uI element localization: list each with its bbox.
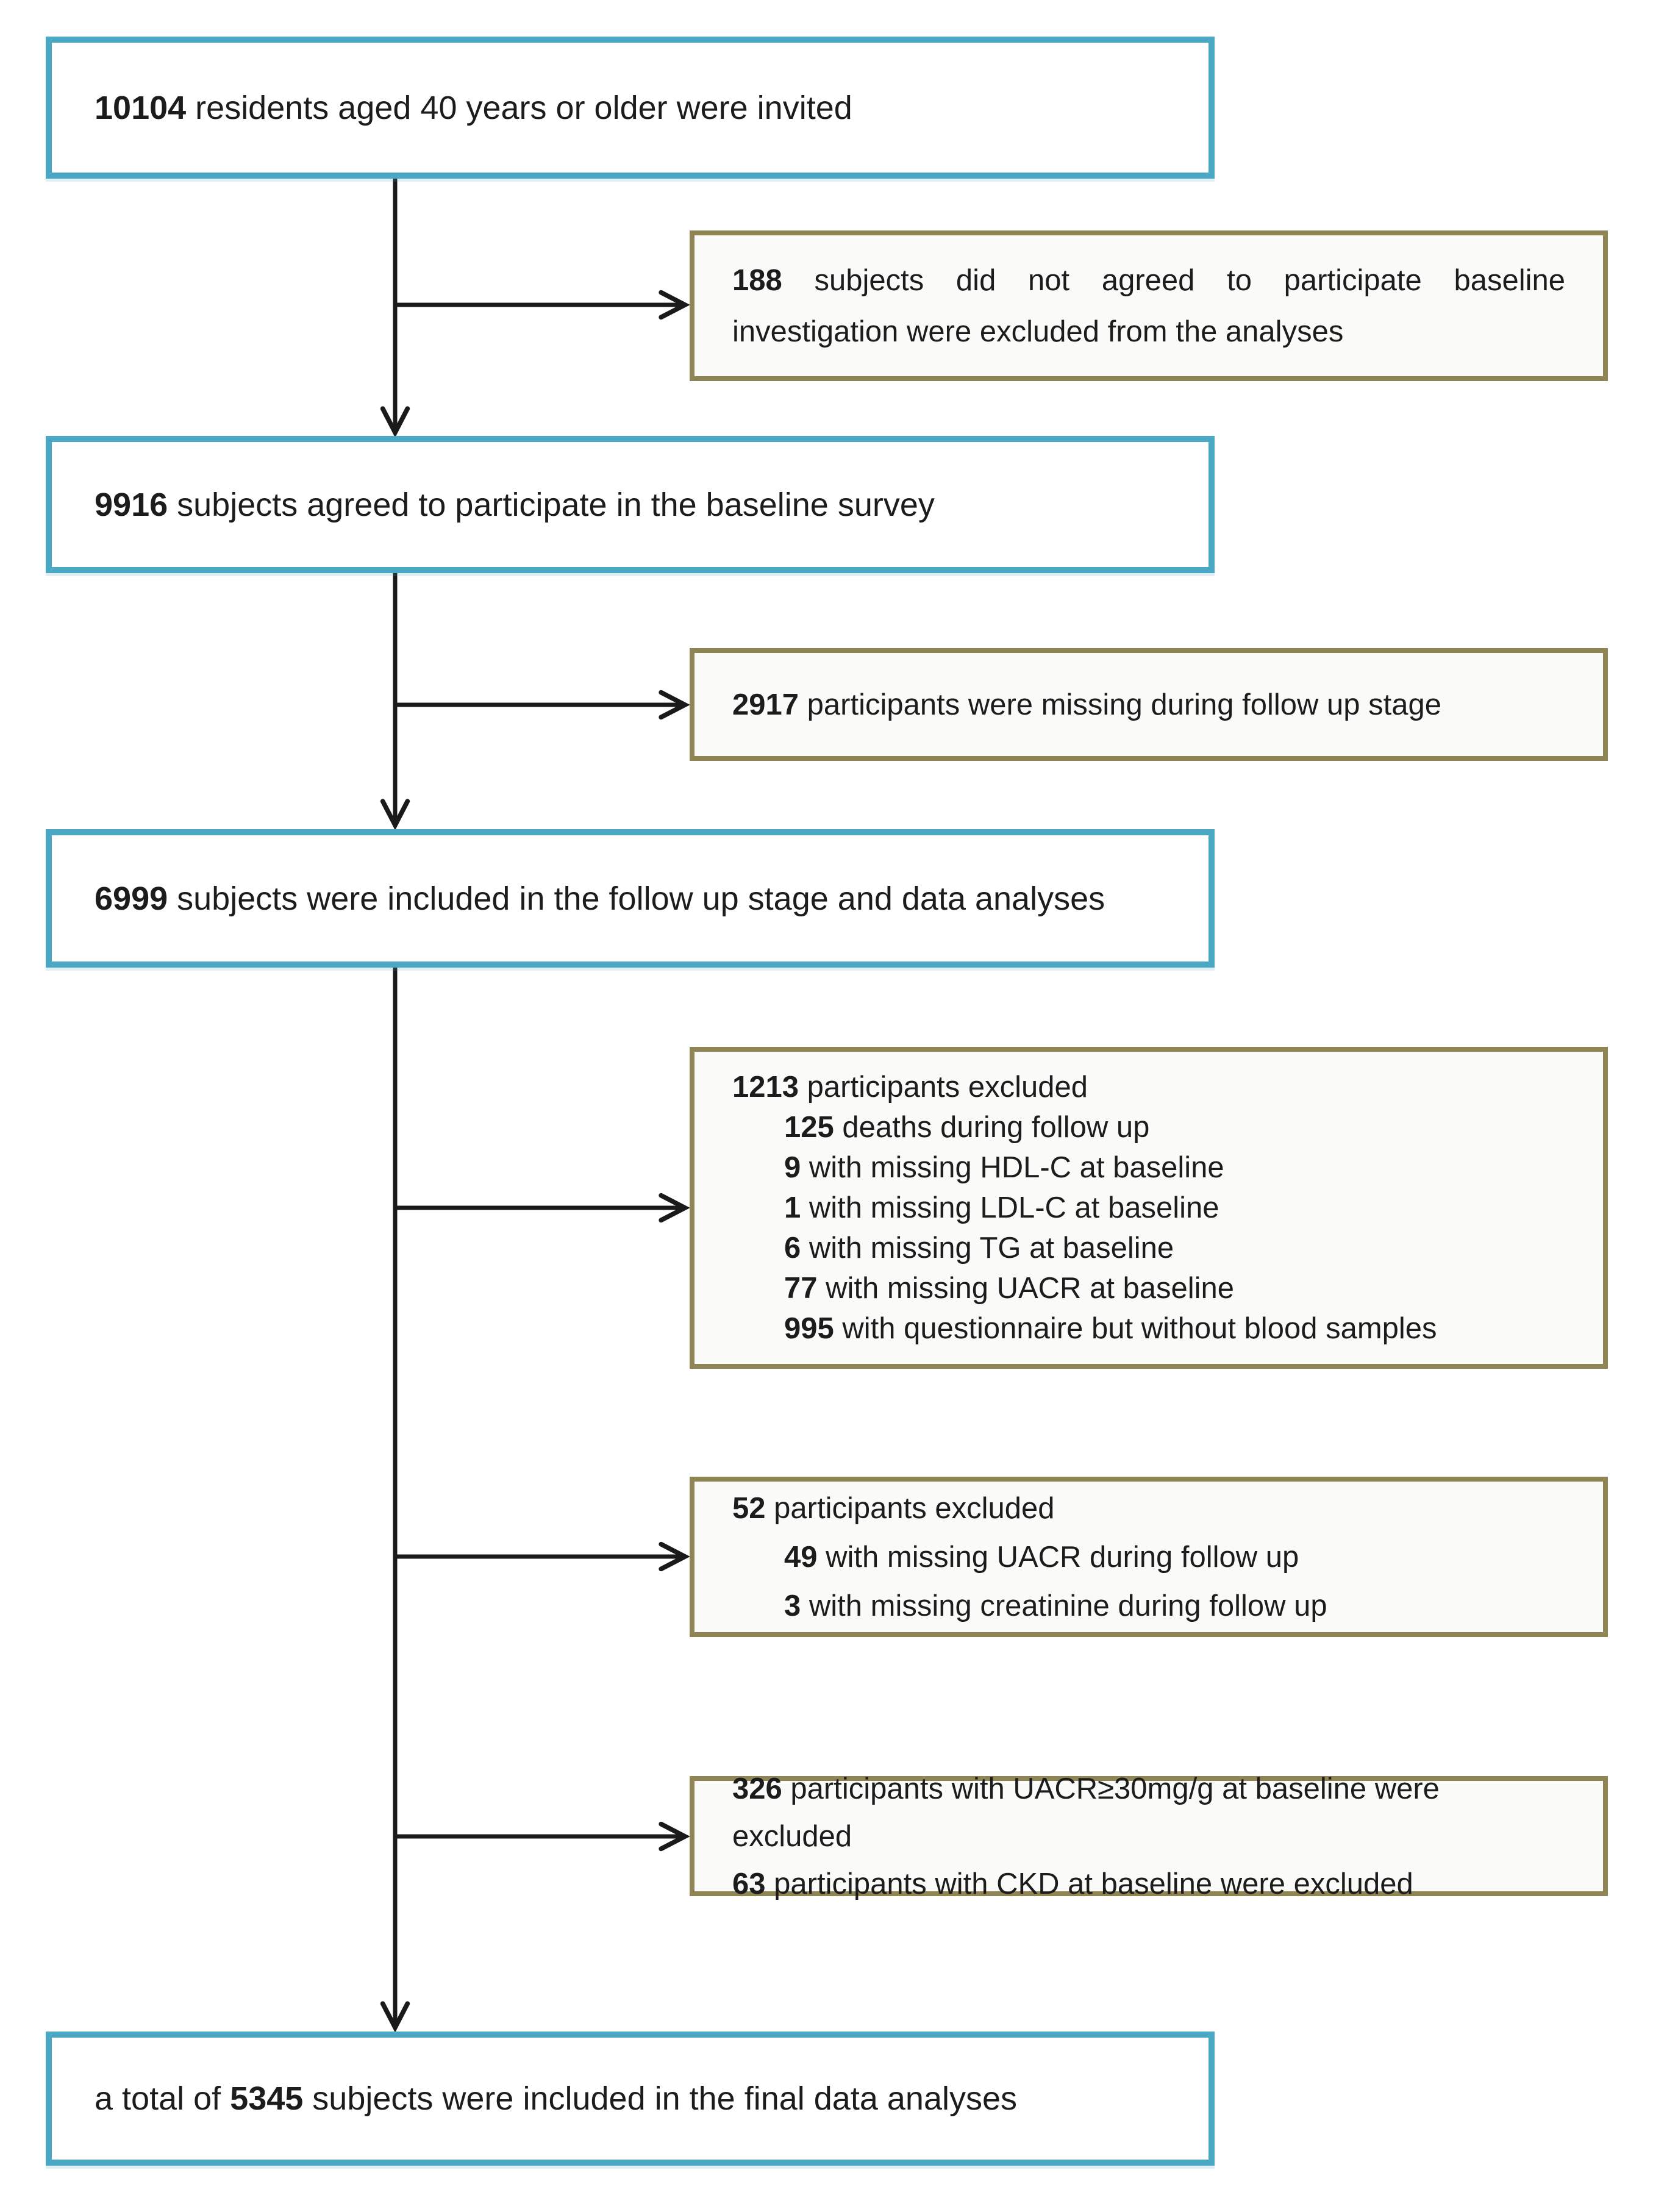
exclusion-box-52: 52 participants excluded 49 with missing…: [690, 1477, 1608, 1637]
exclusion-line: 326 participants with UACR≥30mg/g at bas…: [732, 1772, 1440, 1853]
questionnaire-count: 995: [784, 1312, 834, 1345]
exclusion-line: 995 with questionnaire but without blood…: [784, 1312, 1437, 1345]
flow-box-invited: 10104 residents aged 40 years or older w…: [46, 37, 1215, 179]
deaths-count: 125: [784, 1111, 834, 1144]
not-agreed-text: subjects did not agreed to participate b…: [782, 263, 1565, 297]
flow-box-baseline-text: 9916 subjects agreed to participate in t…: [95, 485, 935, 525]
uacr-fu-count: 49: [784, 1540, 818, 1574]
tg-count: 6: [784, 1232, 801, 1265]
followup-label: subjects were included in the follow up …: [168, 880, 1105, 917]
hdl-count: 9: [784, 1151, 801, 1184]
flow-box-final-analyses: a total of 5345 subjects were included i…: [46, 2032, 1215, 2166]
flow-box-followup-text: 6999 subjects were included in the follo…: [95, 879, 1105, 919]
exclusion-line: 2917 participants were missing during fo…: [732, 680, 1565, 729]
exclusion-line: investigation were excluded from the ana…: [732, 306, 1565, 357]
exclusion-box-missing-followup: 2917 participants were missing during fo…: [690, 648, 1608, 761]
exclusion-line: 125 deaths during follow up: [784, 1111, 1150, 1144]
excl-52-count: 52: [732, 1491, 766, 1525]
baseline-count: 9916: [95, 486, 168, 523]
exclusion-line: 77 with missing UACR at baseline: [784, 1272, 1235, 1305]
exclusion-line: 6 with missing TG at baseline: [784, 1232, 1174, 1265]
exclusion-box-1213: 1213 participants excluded 125 deaths du…: [690, 1047, 1608, 1369]
flow-box-final-text: a total of 5345 subjects were included i…: [95, 2078, 1017, 2119]
final-suffix: subjects were included in the final data…: [303, 2080, 1017, 2117]
missing-text: participants were missing during follow …: [799, 688, 1442, 721]
creatinine-count: 3: [784, 1589, 801, 1622]
flow-box-followup: 6999 subjects were included in the follo…: [46, 829, 1215, 968]
flow-box-baseline-survey: 9916 subjects agreed to participate in t…: [46, 436, 1215, 573]
exclusion-box-not-agreed: 188 subjects did not agreed to participa…: [690, 230, 1608, 381]
ldl-count: 1: [784, 1191, 801, 1224]
invited-count: 10104: [95, 89, 187, 126]
exclusion-box-uacr-ckd: 326 participants with UACR≥30mg/g at bas…: [690, 1772, 1608, 1900]
uacr30-count: 326: [732, 1772, 782, 1805]
followup-count: 6999: [95, 880, 168, 917]
flow-box-invited-text: 10104 residents aged 40 years or older w…: [95, 88, 852, 128]
final-count: 5345: [230, 2080, 304, 2117]
not-agreed-text-2: investigation were excluded from the ana…: [732, 315, 1344, 348]
exclusion-line: 52 participants excluded: [732, 1491, 1055, 1525]
excl-1213-count: 1213: [732, 1071, 799, 1104]
baseline-label: subjects agreed to participate in the ba…: [168, 486, 935, 523]
uacr-missing-count: 77: [784, 1272, 818, 1305]
exclusion-line: 9 with missing HDL-C at baseline: [784, 1151, 1224, 1184]
exclusion-line: 1 with missing LDL-C at baseline: [784, 1191, 1219, 1224]
exclusion-line: 188 subjects did not agreed to participa…: [732, 255, 1565, 306]
final-prefix: a total of: [95, 2080, 230, 2117]
invited-label: residents aged 40 years or older were in…: [186, 89, 852, 126]
exclusion-line: 63 participants with CKD at baseline wer…: [732, 1867, 1413, 1900]
missing-count: 2917: [732, 688, 799, 721]
exclusion-line: 3 with missing creatinine during follow …: [784, 1589, 1327, 1622]
not-agreed-count: 188: [732, 263, 782, 297]
exclusion-line: 1213 participants excluded: [732, 1071, 1088, 1104]
ckd-count: 63: [732, 1867, 766, 1900]
exclusion-line: 49 with missing UACR during follow up: [784, 1540, 1299, 1574]
